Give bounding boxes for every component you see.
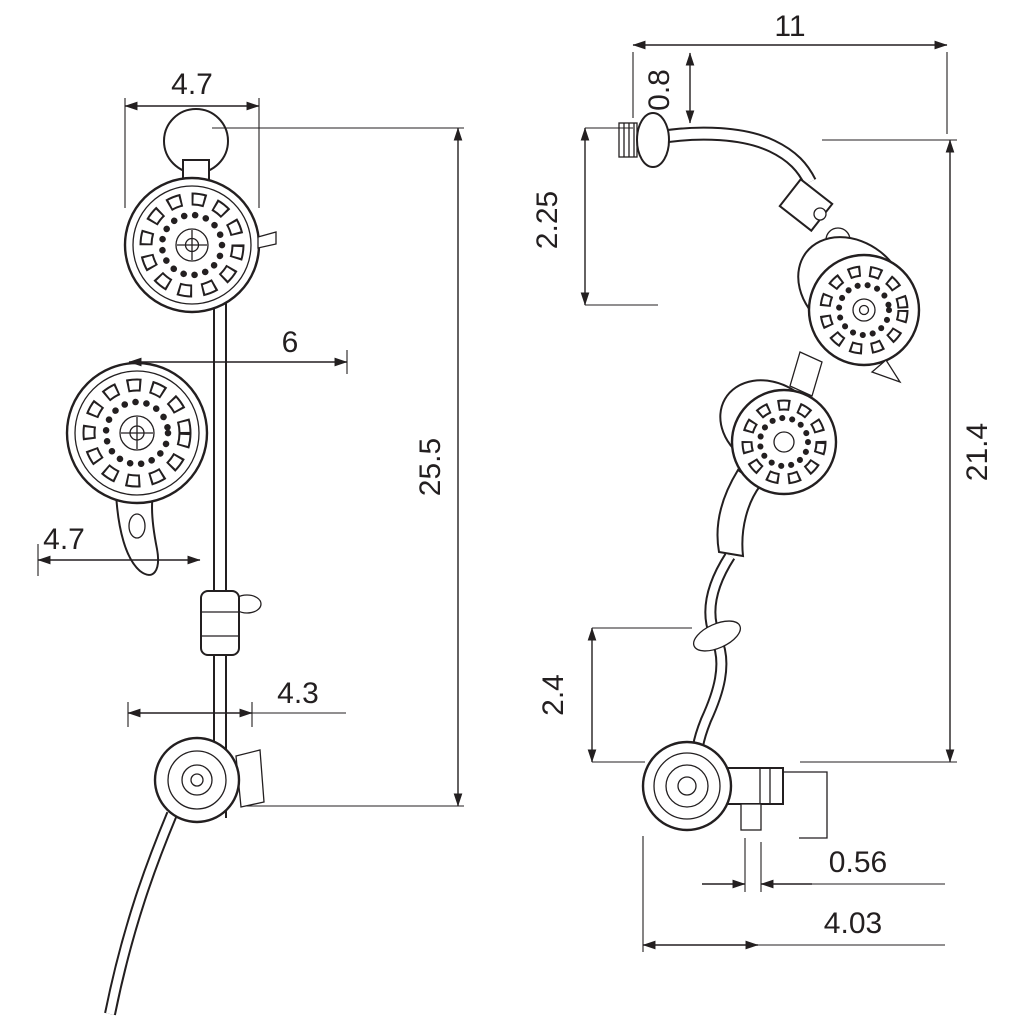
dim-label-side-supply-height: 2.4 xyxy=(537,674,570,716)
dim-side-supply-height: 2.4 xyxy=(537,627,692,763)
front-view: 4.7 6 25.5 4.7 4.3 xyxy=(37,68,464,1016)
dim-front-head-to-bar: 6 xyxy=(128,326,348,374)
drip-spout xyxy=(870,359,902,384)
handheld-shower-head-side xyxy=(716,351,838,558)
dim-label-front-bracket-offset: 4.3 xyxy=(277,677,319,710)
dim-side-overall-drop: 21.4 xyxy=(800,139,994,763)
bracket-nut xyxy=(235,749,265,808)
dim-label-side-overall-drop: 21.4 xyxy=(961,423,994,481)
dim-label-side-outlet-offset: 0.56 xyxy=(829,846,887,879)
dim-side-arm-diameter: 0.8 xyxy=(643,52,695,124)
fixed-shower-head-side xyxy=(797,236,921,384)
dim-front-bracket-offset: 4.3 xyxy=(127,677,346,727)
shower-hose-front xyxy=(104,811,178,1016)
dim-label-side-arm-diameter: 0.8 xyxy=(643,69,676,111)
dim-side-outlet-offset: 0.56 xyxy=(702,838,945,892)
handheld-handle xyxy=(114,491,159,576)
wall-flange-side xyxy=(636,112,670,168)
hose-outlet xyxy=(740,803,762,831)
dim-front-handheld-width: 4.7 xyxy=(37,523,201,576)
dim-label-front-bar-height: 25.5 xyxy=(414,438,447,496)
handle-button xyxy=(128,513,146,539)
handheld-cradle xyxy=(789,351,823,397)
dim-side-supply-reach: 4.03 xyxy=(642,836,945,952)
shower-hose-side xyxy=(691,552,742,770)
fixed-shower-head-front xyxy=(123,176,277,314)
water-supply-elbow xyxy=(641,740,828,839)
hose-holder-ring xyxy=(692,620,742,652)
dim-label-side-supply-reach: 4.03 xyxy=(824,907,882,940)
shower-arm-flange-front xyxy=(163,108,229,189)
dim-label-side-arm-drop: 2.25 xyxy=(531,191,564,249)
handheld-shower-head-front xyxy=(65,361,209,576)
dim-front-bar-height: 25.5 xyxy=(212,127,464,807)
handheld-handle-side xyxy=(716,468,762,558)
wall-bracket-front xyxy=(153,736,265,824)
shower-arm-side xyxy=(618,112,817,186)
side-view: 11 0.8 2.25 21.4 2.4 0.56 xyxy=(531,10,994,952)
dim-side-arm-drop: 2.25 xyxy=(531,127,658,306)
dim-label-front-head-width: 4.7 xyxy=(171,68,213,101)
dim-label-front-handheld-width: 4.7 xyxy=(43,523,85,556)
slider-clamp xyxy=(200,590,262,656)
dim-side-arm-reach: 11 xyxy=(632,10,948,134)
dim-label-front-head-to-bar: 6 xyxy=(282,326,299,359)
dim-front-head-width: 4.7 xyxy=(124,68,260,208)
dim-label-side-arm-reach: 11 xyxy=(774,10,805,43)
diverter-knob xyxy=(257,231,277,249)
